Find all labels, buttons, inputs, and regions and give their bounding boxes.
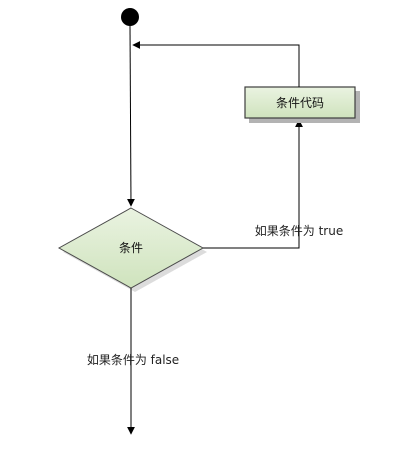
true-edge-label: 如果条件为 true [255, 223, 343, 238]
condition-node-label: 条件 [119, 241, 143, 255]
code-node-label: 条件代码 [276, 96, 324, 110]
edge-start-to-condition [126, 25, 135, 207]
code-node [244, 86, 356, 119]
edge-true-to-code [203, 119, 303, 249]
false-edge-label: 如果条件为 false [87, 352, 179, 367]
edge-code-loop-back [132, 41, 300, 87]
start-node [121, 8, 139, 26]
